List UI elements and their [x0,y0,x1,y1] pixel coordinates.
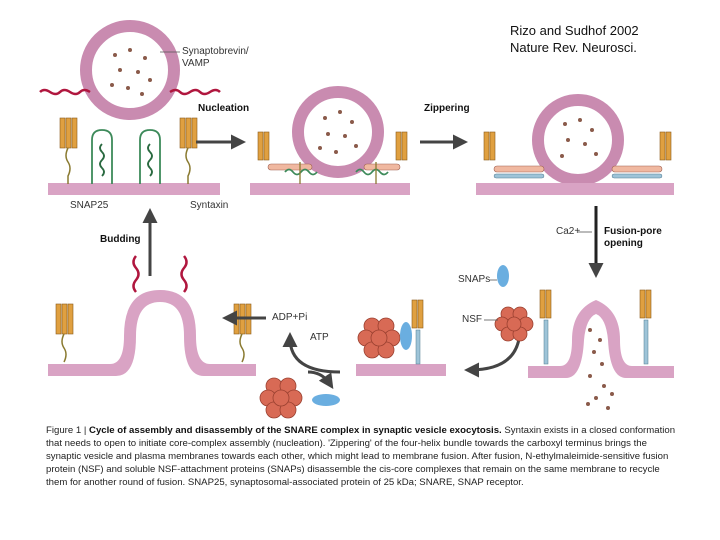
label-syntaxin: Syntaxin [190,200,229,211]
label-vamp: VAMP [182,58,210,69]
caption-title: Cycle of assembly and disassembly of the… [89,425,502,436]
free-nsf-hexamer [259,377,303,419]
neurotransmitter-dots [560,118,598,158]
syntaxin-pair [483,131,672,161]
syntaxin-left [59,117,78,184]
label-adp: ADP+Pi [272,312,308,323]
free-snap-protein [312,394,340,406]
panel-budding [48,255,256,376]
syntaxin-right [233,303,252,363]
citation-authors: Rizo and Sudhof 2002 [510,23,639,38]
plasma-membrane [48,183,220,195]
label-fusion-pore: Fusion-pore [604,226,662,237]
arrow-atp-cycle [282,332,341,374]
plasma-membrane [356,364,446,376]
snap25-closed [91,129,161,184]
label-nucleation: Nucleation [198,103,250,114]
caption-text: Syntaxin exists in a closed conformation… [46,425,676,488]
plasma-membrane [250,183,410,195]
label-synaptobrevin: Synaptobrevin/ [182,46,249,57]
label-atp: ATP [310,332,329,343]
label-zippering: Zippering [424,103,470,114]
nsf-hexamer-left [357,317,401,359]
label-opening: opening [604,238,643,249]
citation: Rizo and Sudhof 2002 Nature Rev. Neurosc… [510,22,639,56]
cis-snare-complexes [539,289,652,365]
vesicle [292,86,384,178]
panel-disassembly [356,265,534,376]
caption-figure-label: Figure 1 | [46,425,87,436]
nsf-hexamer-right [494,306,534,342]
label-snaps: SNAPs [458,274,491,285]
synaptobrevin-left [132,255,140,293]
panel-closed-syntaxin [39,20,221,195]
budding-membrane [48,290,256,376]
snare-cycle-diagram [39,20,674,419]
panel-fusion-pore [528,289,674,410]
fused-membrane [528,300,674,378]
panel-nucleation [250,86,410,195]
synaptobrevin-right [180,255,188,293]
citation-journal: Nature Rev. Neurosci. [510,40,637,55]
syntaxin-right [179,117,198,184]
syntaxin-left [55,303,74,363]
figure-caption: Figure 1 | Cycle of assembly and disasse… [46,424,676,489]
vesicle [532,94,624,186]
arrow-atp-branch [307,370,334,389]
snap-protein [400,322,412,350]
syntaxin-pair [257,131,408,161]
synaptobrevin-left [39,88,91,96]
label-nsf: NSF [462,314,482,325]
label-snap25: SNAP25 [70,200,109,211]
partial-snare-bundles [267,162,401,184]
neurotransmitter-dots [110,48,152,96]
label-budding: Budding [100,234,141,245]
panel-zippering [476,94,674,195]
zippered-snare-bundles [493,165,663,179]
neurotransmitter-dots [318,110,358,154]
plasma-membrane [476,183,674,195]
snap-protein [497,265,509,287]
label-calcium: Ca2+ [556,226,581,237]
snare-complex-vertical [411,299,424,365]
synaptobrevin-right [169,88,221,96]
vesicle [80,20,180,120]
released-neurotransmitter [586,328,614,410]
